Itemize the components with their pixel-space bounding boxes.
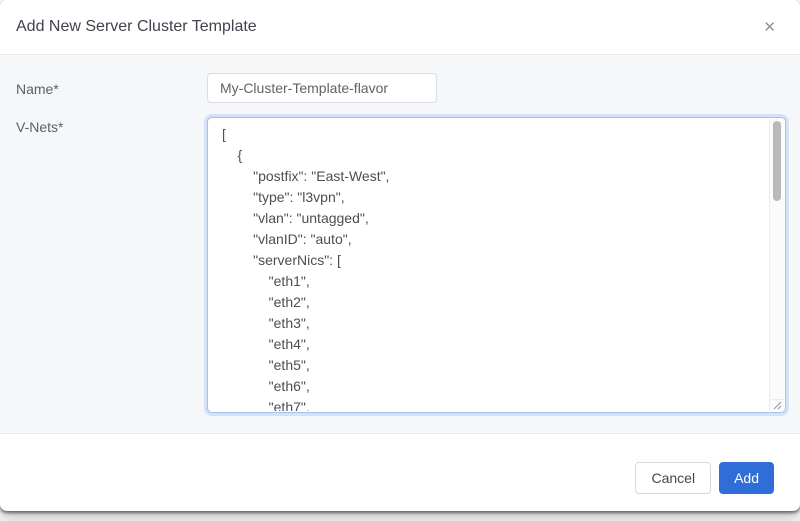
cancel-button[interactable]: Cancel [635,462,712,494]
name-field-label: Name* [16,81,59,97]
add-button[interactable]: Add [719,462,774,494]
dialog-form: Name* V-Nets* [ { "postfix": "East-West"… [0,55,800,434]
dialog-title: Add New Server Cluster Template [16,18,257,35]
dialog-header: Add New Server Cluster Template ✕ [0,0,800,55]
dialog-footer: Cancel Add [0,434,800,510]
name-input[interactable] [207,73,437,103]
vnets-textarea[interactable]: [ { "postfix": "East-West", "type": "l3v… [207,117,786,413]
vnets-json-content[interactable]: [ { "postfix": "East-West", "type": "l3v… [222,126,390,411]
vnets-scrollbar-corner [769,399,784,411]
vnets-field-label: V-Nets* [16,119,64,135]
resize-grip-icon[interactable] [772,400,782,410]
close-icon[interactable]: ✕ [759,16,780,39]
vnets-scrollbar-track[interactable] [769,119,784,399]
vnets-scrollbar-thumb[interactable] [773,121,781,201]
